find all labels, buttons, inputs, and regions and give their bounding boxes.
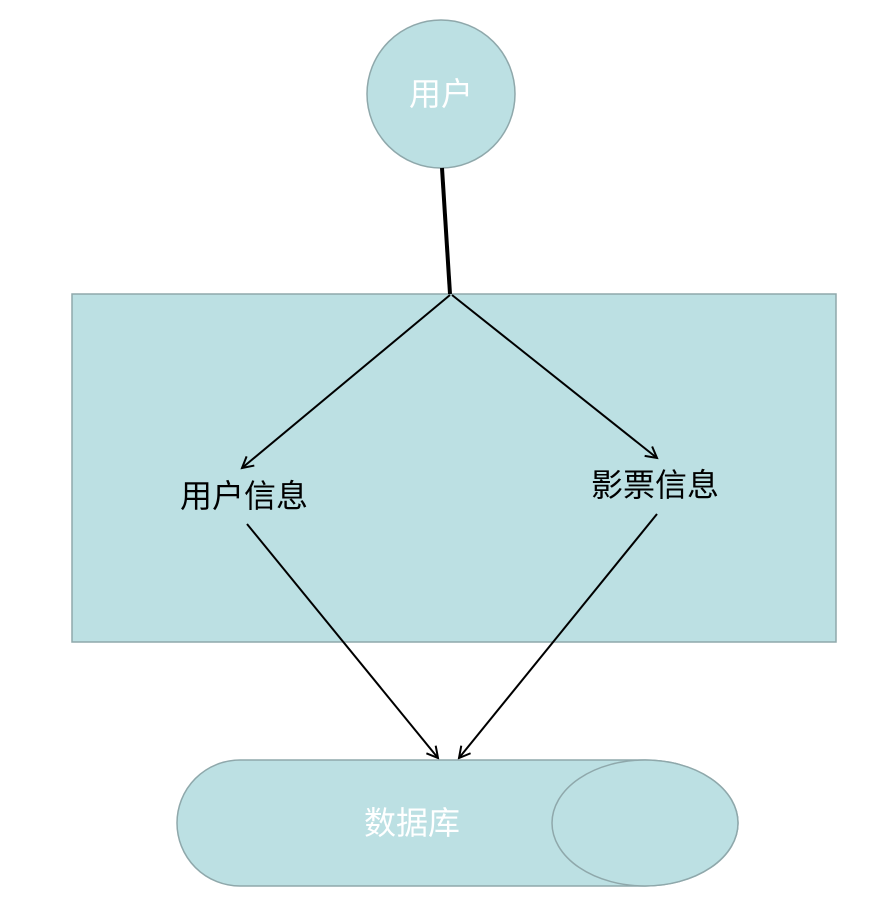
edge-user-info-to-db: [246, 523, 438, 758]
database-end-cap: [551, 759, 739, 887]
user-node-label: 用户: [409, 75, 473, 113]
database-node-label: 数据库: [364, 804, 460, 842]
user-node: [366, 19, 516, 169]
user-info-label: 用户信息: [180, 477, 308, 515]
ticket-info-label: 影票信息: [591, 466, 719, 504]
edge-to-user-info: [242, 294, 451, 468]
edge-user-to-module: [440, 167, 452, 295]
edge-to-ticket-info: [451, 294, 657, 458]
edge-ticket-info-to-db: [459, 513, 658, 758]
module-box: [71, 293, 837, 643]
